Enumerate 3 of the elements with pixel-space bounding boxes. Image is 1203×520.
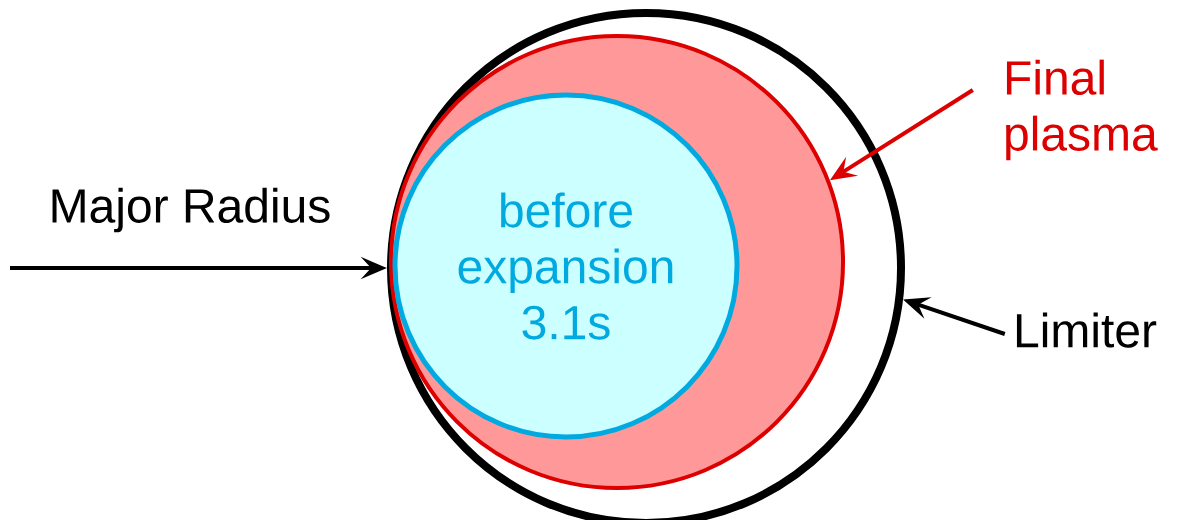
- callout-label: Limiter: [1016, 312, 1157, 348]
- edge-label: Major Radius: [52, 187, 330, 233]
- callout-label: Final plasma: [1006, 59, 1158, 161]
